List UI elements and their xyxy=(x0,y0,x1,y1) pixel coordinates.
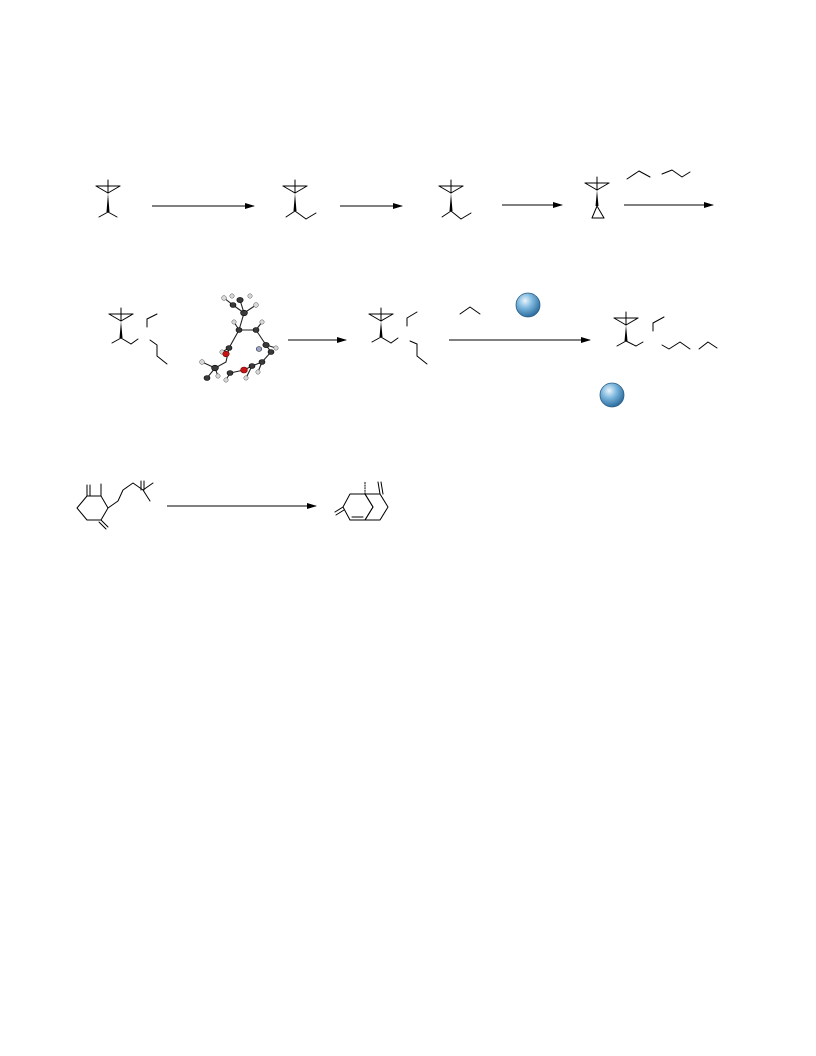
compound-1-structure xyxy=(95,179,121,218)
compound-9-structure xyxy=(334,480,389,521)
metal-sphere-icon-2 xyxy=(599,382,625,408)
compound-8-structure xyxy=(76,480,154,530)
crystal-structure-image xyxy=(199,293,279,383)
scheme-3 xyxy=(76,480,389,530)
reagent-fragments-1 xyxy=(626,169,691,180)
scheme-1 xyxy=(95,169,714,220)
reagent-fragment-2 xyxy=(459,306,481,315)
compound-5-structure xyxy=(108,307,168,365)
compound-7-structure xyxy=(613,311,718,350)
scheme-2 xyxy=(108,292,718,408)
compound-4-structure xyxy=(584,176,610,219)
compound-6-structure xyxy=(368,307,428,365)
compound-3-structure xyxy=(438,179,472,220)
metal-sphere-icon xyxy=(515,292,541,318)
compound-2-structure xyxy=(282,179,317,220)
